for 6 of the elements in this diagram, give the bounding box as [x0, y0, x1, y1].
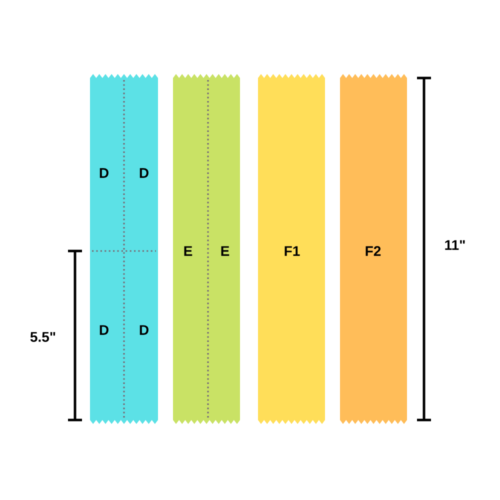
paper-strip: F1	[258, 74, 325, 424]
paper-strip: E E	[173, 74, 240, 424]
dimension-label: 11"	[445, 240, 465, 250]
paper-strip: F2	[340, 74, 407, 424]
dimension-label: 5.5"	[30, 332, 56, 342]
paper-strip: D D D D	[90, 74, 158, 424]
